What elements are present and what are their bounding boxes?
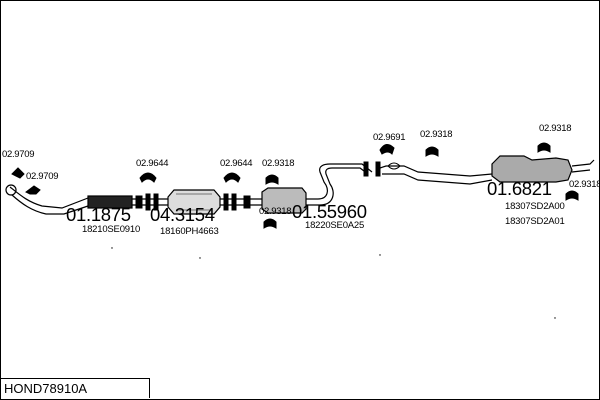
fitting-label-f8: 02.9318 bbox=[420, 129, 453, 140]
flange-7 bbox=[363, 161, 369, 177]
rear-connector-pipe-lower bbox=[382, 173, 493, 185]
hanger-f1 bbox=[11, 167, 25, 179]
flange-4 bbox=[223, 193, 229, 211]
hanger-f9 bbox=[537, 142, 551, 153]
part-number-middle-pipe: 01.55960 bbox=[292, 201, 367, 222]
part-code-cat: 18160PH4663 bbox=[160, 226, 219, 237]
fitting-label-f5: 02.9318 bbox=[262, 158, 295, 169]
part-number-front-pipe: 01.1875 bbox=[66, 204, 131, 225]
fitting-label-f9: 02.9318 bbox=[539, 123, 572, 134]
part-code-rear-silencer-b: 18307SD2A01 bbox=[505, 216, 565, 227]
rear-connector-pipe bbox=[379, 165, 493, 177]
flex-joint bbox=[87, 195, 133, 209]
model-code: HOND78910A bbox=[4, 381, 88, 396]
flange-6 bbox=[243, 195, 251, 209]
part-number-cat: 04.3154 bbox=[150, 204, 215, 225]
dot-4 bbox=[554, 317, 556, 319]
model-code-box: HOND78910A bbox=[0, 378, 150, 398]
flange-3 bbox=[153, 193, 159, 211]
front-downpipe-lower bbox=[11, 194, 89, 215]
fitting-label-f2: 02.9709 bbox=[26, 171, 59, 182]
flange-5 bbox=[231, 193, 237, 211]
fitting-label-f6: 02.9318 bbox=[259, 206, 292, 217]
hanger-f8 bbox=[425, 146, 439, 157]
middle-pipe-bend-lower bbox=[306, 167, 369, 206]
hanger-f6 bbox=[263, 218, 277, 229]
fitting-label-f7: 02.9691 bbox=[373, 132, 406, 143]
tailpipe bbox=[571, 159, 595, 173]
hanger-f2 bbox=[25, 185, 41, 195]
flange-2 bbox=[145, 193, 151, 211]
part-code-middle-pipe: 18220SE0A25 bbox=[305, 220, 365, 231]
fitting-label-f1: 02.9709 bbox=[2, 149, 35, 160]
dot-1 bbox=[111, 247, 113, 249]
dot-3 bbox=[379, 254, 381, 256]
hanger-f4 bbox=[223, 172, 241, 183]
clamp-ring-1 bbox=[387, 162, 401, 170]
front-downpipe bbox=[9, 186, 89, 209]
fitting-label-f3: 02.9644 bbox=[136, 158, 169, 169]
cat-stripe bbox=[176, 193, 212, 211]
rear-silencer-body bbox=[491, 155, 573, 183]
part-code-front-pipe: 18210SE0910 bbox=[82, 224, 141, 235]
fitting-label-f4: 02.9644 bbox=[220, 158, 253, 169]
part-number-rear-silencer: 01.6821 bbox=[487, 178, 552, 199]
middle-pipe-bend bbox=[306, 163, 373, 200]
hanger-f5 bbox=[265, 174, 279, 185]
manifold-flange-ring bbox=[5, 184, 17, 196]
part-code-rear-silencer-a: 18307SD2A00 bbox=[505, 201, 565, 212]
fitting-label-f10: 02.9318 bbox=[569, 179, 600, 190]
hanger-f3 bbox=[139, 172, 157, 183]
hanger-f7 bbox=[379, 144, 395, 155]
dot-2 bbox=[199, 257, 201, 259]
middle-silencer-body bbox=[261, 187, 307, 214]
hanger-f10 bbox=[565, 190, 579, 201]
flanges bbox=[135, 161, 381, 211]
catalytic-converter-body bbox=[167, 189, 221, 215]
flange-1 bbox=[135, 195, 143, 209]
flange-8 bbox=[375, 161, 381, 177]
